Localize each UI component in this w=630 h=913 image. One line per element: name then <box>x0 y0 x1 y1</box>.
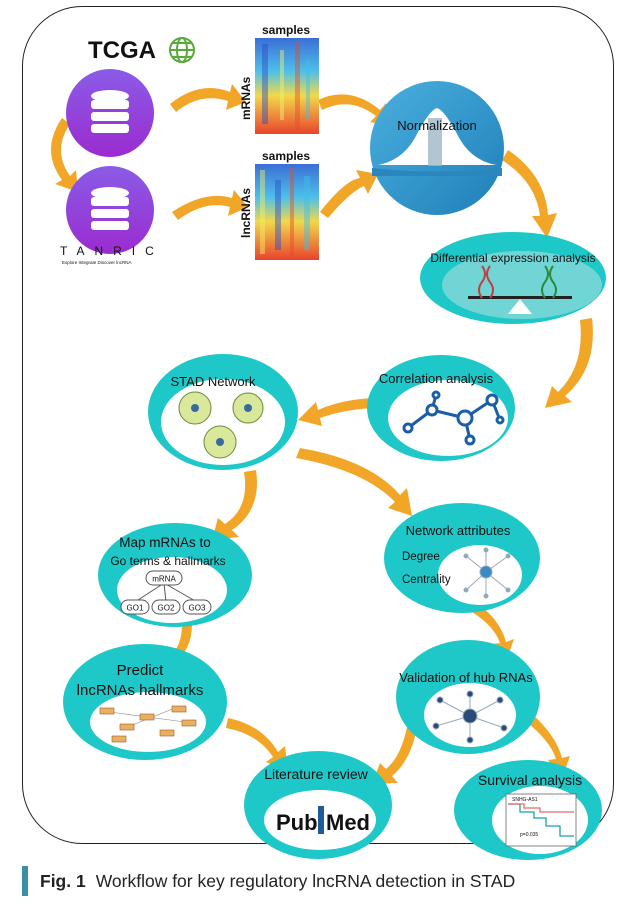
flow-arrows <box>51 84 593 784</box>
arrow-db-to-db <box>51 118 78 192</box>
hub-graph-icon <box>432 690 508 744</box>
predict-node: Predict lncRNAs hallmarks <box>63 644 227 760</box>
tanric-logo-subtext: Explore Integrate Discover lncRNA <box>62 260 132 265</box>
survival-label: Survival analysis <box>478 772 582 788</box>
go-tree-leaf-2: GO2 <box>158 604 175 613</box>
tanric-logo: TANRIC Explore Integrate Discover lncRNA <box>60 244 164 265</box>
figure-caption: Fig. 1 Workflow for key regulatory lncRNA… <box>22 866 630 896</box>
arrow-differential-to-correlation <box>545 318 593 408</box>
map-label-line2: Go terms & hallmarks <box>110 554 225 568</box>
balance-icon <box>468 265 572 314</box>
pubmed-logo-pub: Pub <box>276 810 318 835</box>
hub-node-icon <box>463 547 511 599</box>
stad-network-node: STAD Network <box>148 354 298 470</box>
normalization-label: Normalization <box>397 118 476 133</box>
network-icon <box>402 390 505 446</box>
globe-icon <box>169 37 195 63</box>
samples-label-bottom: samples <box>262 149 310 163</box>
mrna-heatmap-image <box>255 38 319 134</box>
network-graph-image <box>178 391 264 459</box>
km-plot-image: SNHG-AS1 p=0.035 <box>505 793 577 847</box>
mrna-heatmap-texture <box>262 42 310 130</box>
arrow-network-to-map <box>212 470 257 540</box>
go-tree-leaf-3: GO3 <box>189 604 206 613</box>
arrow-validation-to-survival <box>524 712 570 778</box>
figure-label: Fig. 1 <box>40 871 86 891</box>
pubmed-logo-med: Med <box>326 810 370 835</box>
go-tree-diagram: mRNA GO1 GO2 GO3 <box>120 570 212 615</box>
arrow-mrna-to-normalization <box>318 94 392 126</box>
lncrna-heatmap: samples lncRNAs <box>239 149 319 260</box>
arrow-lncrna-to-normalization <box>320 170 378 218</box>
stad-network-label: STAD Network <box>171 374 256 389</box>
tcga-source: TCGA <box>88 37 195 64</box>
mrnas-label: mRNAs <box>239 76 253 120</box>
arrow-correlation-to-network <box>298 398 372 426</box>
predict-label-line1: Predict <box>117 662 165 679</box>
tcga-logo-text: TCGA <box>88 37 156 64</box>
go-tree-leaf-1: GO1 <box>127 604 144 613</box>
hallmark-network-image <box>99 705 197 743</box>
arrow-tcga-to-mrna <box>170 84 246 112</box>
map-mrnas-node: Map mRNAs to Go terms & hallmarks mRNA G… <box>98 523 252 627</box>
degree-label: Degree <box>402 551 440 563</box>
database-icon-tanric <box>66 166 154 254</box>
predict-label-line2: lncRNAs hallmarks <box>77 682 204 699</box>
samples-label-top: samples <box>262 23 310 37</box>
network-attributes-label: Network attributes <box>406 523 511 538</box>
arrow-predict-to-literature <box>226 718 288 772</box>
figure-caption-text: Workflow for key regulatory lncRNA detec… <box>95 871 516 891</box>
validation-node: Validation of hub RNAs <box>396 640 540 754</box>
workflow-diagram: TCGA TANRIC Explore Integrate Discover l <box>51 23 606 860</box>
normalization-node: Normalization <box>370 81 504 215</box>
survival-node: Survival analysis SNHG-AS1 p=0.035 <box>454 760 602 860</box>
centrality-label: Centrality <box>402 574 451 586</box>
map-label-line1: Map mRNAs to <box>119 535 211 550</box>
km-gene-label: SNHG-AS1 <box>512 797 538 803</box>
km-pvalue: p=0.035 <box>520 832 538 838</box>
go-tree-root: mRNA <box>152 575 176 584</box>
lncrna-heatmap-image <box>255 164 319 260</box>
database-icon-tcga <box>66 69 154 157</box>
differential-node: Differential expression analysis <box>420 232 606 324</box>
arrow-network-to-attributes <box>296 448 412 516</box>
literature-label: Literature review <box>264 766 368 782</box>
correlation-label: Correlation analysis <box>379 371 494 386</box>
arrow-tanric-to-lncrna <box>172 190 248 220</box>
arrow-normalization-to-differential <box>502 150 557 238</box>
pubmed-logo: Pub Med <box>276 806 370 835</box>
validation-label: Validation of hub RNAs <box>399 670 533 685</box>
arrow-validation-to-literature <box>372 722 418 784</box>
literature-node: Literature review Pub Med <box>244 751 392 859</box>
tanric-logo-text: TANRIC <box>60 244 164 258</box>
lncrna-heatmap-texture <box>260 168 310 256</box>
network-attributes-node: Network attributes Degree Centrality <box>384 503 540 613</box>
correlation-node: Correlation analysis <box>367 355 515 461</box>
lncrnas-label: lncRNAs <box>239 188 253 238</box>
mrna-heatmap: samples mRNAs <box>239 23 319 134</box>
differential-label: Differential expression analysis <box>430 251 595 265</box>
